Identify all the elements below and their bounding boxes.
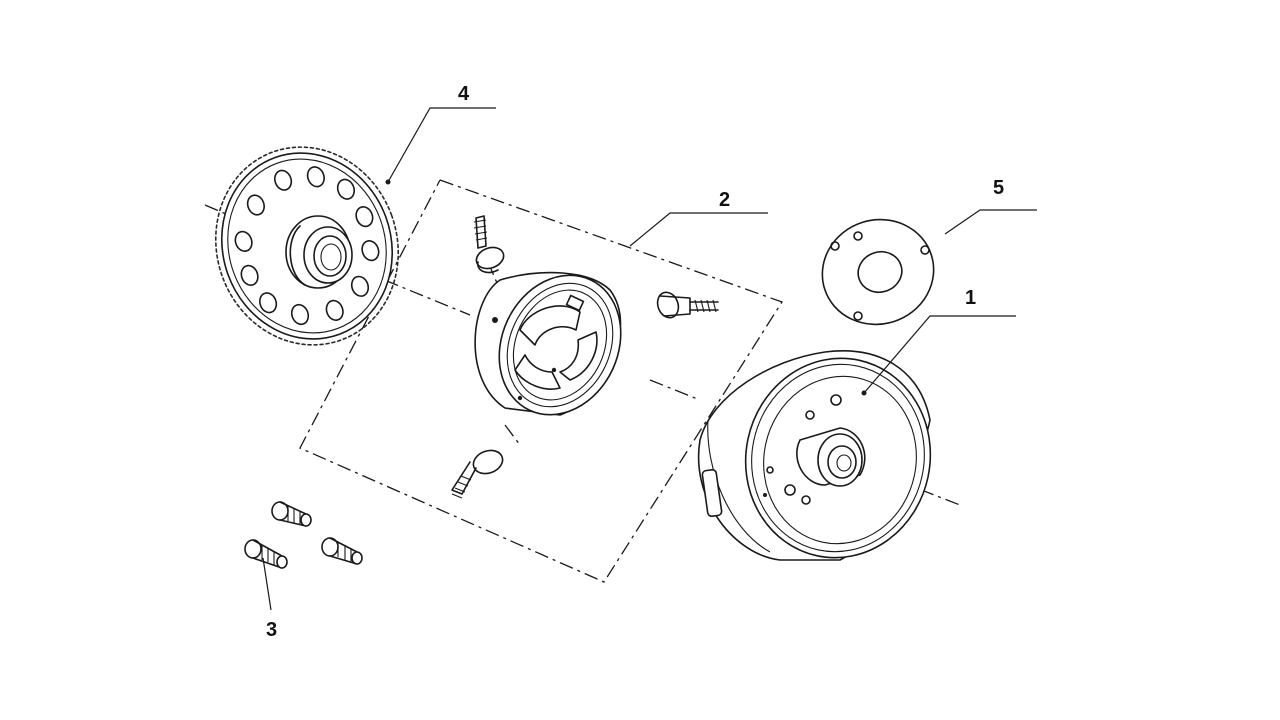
leader-lines [262, 107, 1037, 611]
bolt-right-icon [321, 537, 363, 565]
callout-label-1: 1 [965, 287, 976, 309]
roller-spring-right-icon [656, 291, 719, 319]
starter-clutch-assembly-icon [451, 215, 719, 499]
leader-line-5 [944, 209, 1037, 235]
assembly-group-boundary [299, 179, 783, 583]
callout-label-2: 2 [719, 189, 730, 211]
callout-label-3: 3 [266, 619, 277, 641]
bolt-top-icon [271, 501, 312, 527]
leader-line-1 [863, 315, 1016, 394]
bolt-left-icon [244, 539, 288, 569]
callout-label-4: 4 [458, 83, 470, 105]
roller-spring-upper-icon [473, 215, 505, 274]
roller-spring-lower-icon [451, 449, 504, 499]
leader-line-2 [629, 212, 768, 247]
callout-labels: 4 2 5 1 3 [266, 83, 1004, 641]
starter-driven-gear-icon [214, 146, 400, 346]
leader-line-3 [262, 557, 272, 611]
callout-label-5: 5 [993, 177, 1004, 199]
plate-washer-icon [821, 218, 935, 326]
bolt-icon [244, 501, 363, 569]
leader-line-4 [387, 107, 496, 183]
flywheel-rotor-icon [697, 350, 932, 561]
